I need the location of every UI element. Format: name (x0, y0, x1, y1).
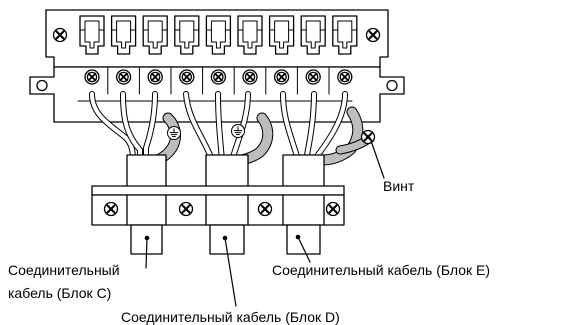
label-cable-e: Соединительный кабель (Блок E) (272, 262, 490, 278)
clamp-screw-4 (325, 201, 341, 217)
terminal-screw (178, 69, 195, 85)
mount-hole-left (36, 79, 48, 92)
terminal-spade (268, 15, 295, 55)
terminal-spade (174, 15, 200, 55)
housing-screw-right (365, 27, 381, 43)
terminal-spade (79, 15, 105, 55)
terminal-screw (147, 69, 164, 85)
terminal-spade (110, 15, 137, 55)
label-cable-d: Соединительный кабель (Блок D) (121, 309, 340, 325)
terminal-screw (210, 69, 227, 85)
cable-e-end (286, 224, 321, 255)
clamp-screw-3 (257, 201, 273, 217)
cable-d-end (209, 224, 245, 255)
terminal-screw (336, 69, 353, 85)
clamp-screw-2 (178, 201, 194, 217)
terminal-screw (84, 69, 100, 85)
terminal-screw (305, 69, 322, 85)
terminal-spades (79, 15, 358, 55)
terminal-spade (332, 15, 358, 55)
terminal-spade (300, 15, 326, 55)
label-cable-c-line1: Соединительный (8, 262, 120, 278)
leader-screw (369, 137, 385, 179)
terminal-spade (142, 15, 168, 55)
leader-cable-c (145, 237, 148, 269)
mount-hole-right (386, 79, 398, 92)
terminal-screw (273, 69, 290, 85)
leader-lines (145, 137, 385, 307)
housing-screw-left (52, 27, 68, 43)
terminal-screw (242, 69, 258, 85)
cable-clamp-bar (91, 185, 345, 226)
labels: Винт Соединительный кабель (Блок C) Соед… (8, 178, 490, 325)
earth-screw (360, 129, 376, 145)
leader-cable-e (297, 236, 311, 263)
terminal-spade (205, 15, 232, 55)
terminal-spade (237, 15, 263, 55)
label-cable-c-line2: кабель (Блок C) (8, 285, 111, 301)
clamp-screw-1 (103, 201, 119, 217)
label-screw: Винт (383, 178, 415, 194)
leader-cable-d (224, 237, 237, 307)
terminal-screw (115, 69, 132, 85)
terminal-screws (84, 67, 353, 95)
